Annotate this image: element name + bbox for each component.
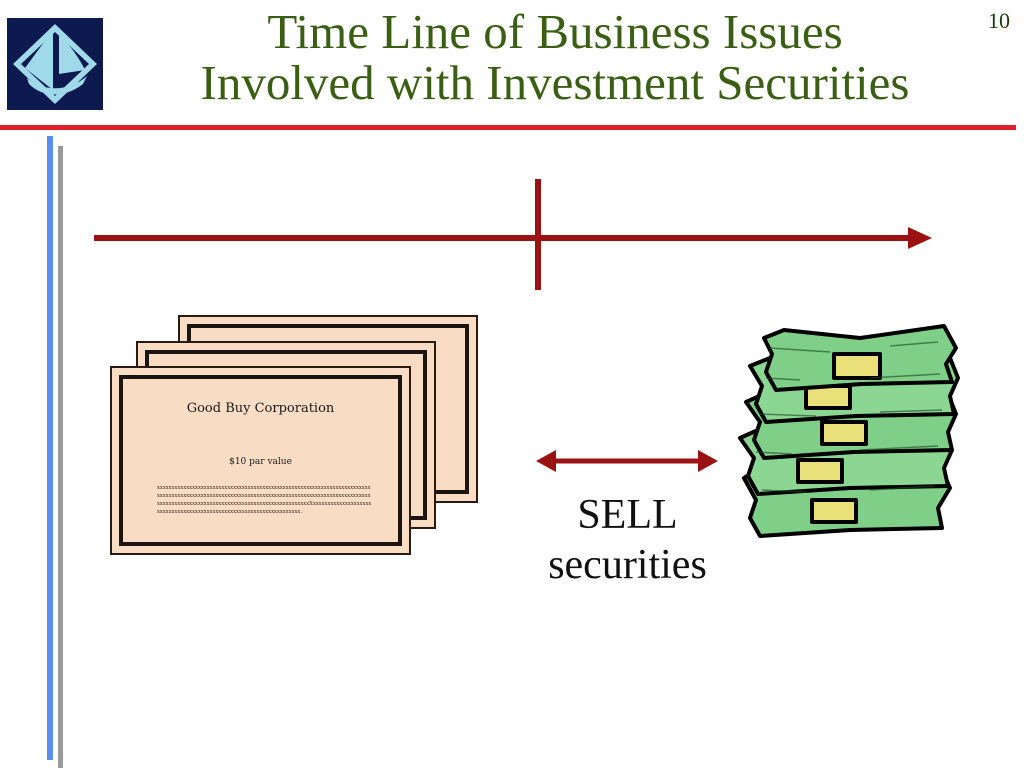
left-blue-bar (47, 136, 53, 760)
page-number: 10 (988, 8, 1010, 33)
certificate-company: Good Buy Corporation (186, 401, 335, 416)
certificate-par-value: $10 par value (229, 457, 292, 467)
title-line-1: Time Line of Business Issues (267, 4, 843, 59)
money-stack-icon (738, 324, 960, 538)
sell-label: SELL securities (515, 490, 740, 590)
stock-certificates: Good Buy Corporation $10 par value xxxxx… (108, 312, 488, 562)
title-line-2: Involved with Investment Securities (200, 55, 910, 110)
timeline-arrow (94, 179, 932, 290)
double-arrow-icon (536, 450, 718, 472)
left-gray-bar (58, 146, 63, 768)
timeline-arrowhead (908, 227, 932, 249)
slide-title: Time Line of Business Issues Involved wi… (120, 6, 990, 108)
sell-label-line-2: securities (548, 542, 707, 588)
diamond-sail-logo-icon (7, 18, 103, 110)
certificate-front: Good Buy Corporation $10 par value xxxxx… (110, 366, 411, 555)
title-divider (0, 125, 1016, 130)
certificate-fine-print: xxxxxxxxxxxxxxxxxxxxxxxxxxxxxxxxxxxxxxxx… (157, 485, 372, 515)
sell-label-line-1: SELL (577, 492, 678, 538)
